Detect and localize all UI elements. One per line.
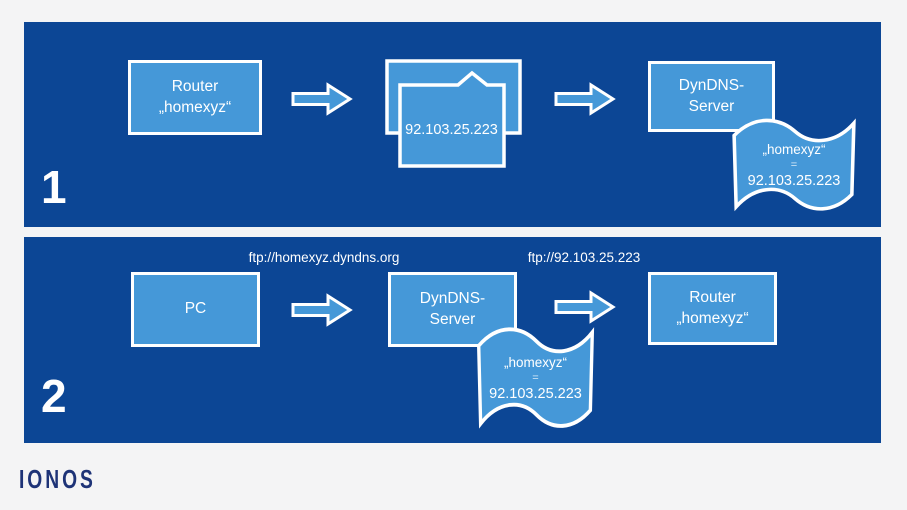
dyndns-box-label-line2: Server bbox=[429, 310, 476, 328]
ftp-ip-label: ftp://92.103.25.223 bbox=[527, 250, 641, 265]
router-box-label-line2: „homexyz“ bbox=[676, 309, 749, 327]
dyndns-box-label-line2: Server bbox=[688, 97, 735, 115]
router-box-step1: Router „homexyz“ bbox=[128, 60, 262, 135]
router-box-label-line1: Router bbox=[171, 77, 219, 95]
step-panel-1: 1 Router „homexyz“ 92.103.25.223 DynDNS-… bbox=[24, 22, 881, 227]
router-box-step2: Router „homexyz“ bbox=[648, 272, 777, 345]
pc-box-label: PC bbox=[184, 300, 207, 318]
dyndns-box-label-line1: DynDNS- bbox=[678, 76, 745, 94]
dns-record-flag-icon bbox=[476, 327, 595, 429]
right-arrow-icon bbox=[291, 82, 353, 116]
pc-box: PC bbox=[131, 272, 260, 347]
step-number-2: 2 bbox=[41, 370, 67, 422]
router-box-label-line2: „homexyz“ bbox=[158, 98, 232, 116]
router-box-label-line1: Router bbox=[689, 288, 736, 306]
flag-hostname-label: „homexyz“ bbox=[503, 354, 567, 370]
flag-ip-label: 92.103.25.223 bbox=[747, 173, 841, 190]
ionos-logo: IONOS bbox=[19, 464, 96, 494]
ftp-hostname-label: ftp://homexyz.dyndns.org bbox=[248, 250, 400, 265]
flag-hostname-label: „homexyz“ bbox=[762, 141, 826, 157]
dns-record-flag-text: „homexyz“ = 92.103.25.223 bbox=[726, 111, 862, 219]
step-panel-2: 2 ftp://homexyz.dyndns.org ftp://92.103.… bbox=[24, 237, 881, 443]
dyndns-box-label-line1: DynDNS- bbox=[419, 289, 486, 307]
right-arrow-icon bbox=[554, 82, 616, 116]
right-arrow-icon bbox=[291, 293, 353, 327]
flag-ip-label: 92.103.25.223 bbox=[489, 386, 582, 403]
step-number-1: 1 bbox=[41, 161, 67, 213]
dyndns-server-box-step1: DynDNS- Server bbox=[648, 61, 775, 132]
flag-equals-label: = bbox=[532, 371, 539, 384]
document-ip-label: 92.103.25.223 bbox=[405, 122, 498, 138]
dns-record-flag-text: „homexyz“ = 92.103.25.223 bbox=[471, 319, 600, 437]
ip-document-icon bbox=[385, 59, 522, 168]
flag-equals-label: = bbox=[790, 158, 798, 171]
dns-record-flag-icon bbox=[732, 118, 856, 212]
right-arrow-icon bbox=[554, 290, 616, 324]
